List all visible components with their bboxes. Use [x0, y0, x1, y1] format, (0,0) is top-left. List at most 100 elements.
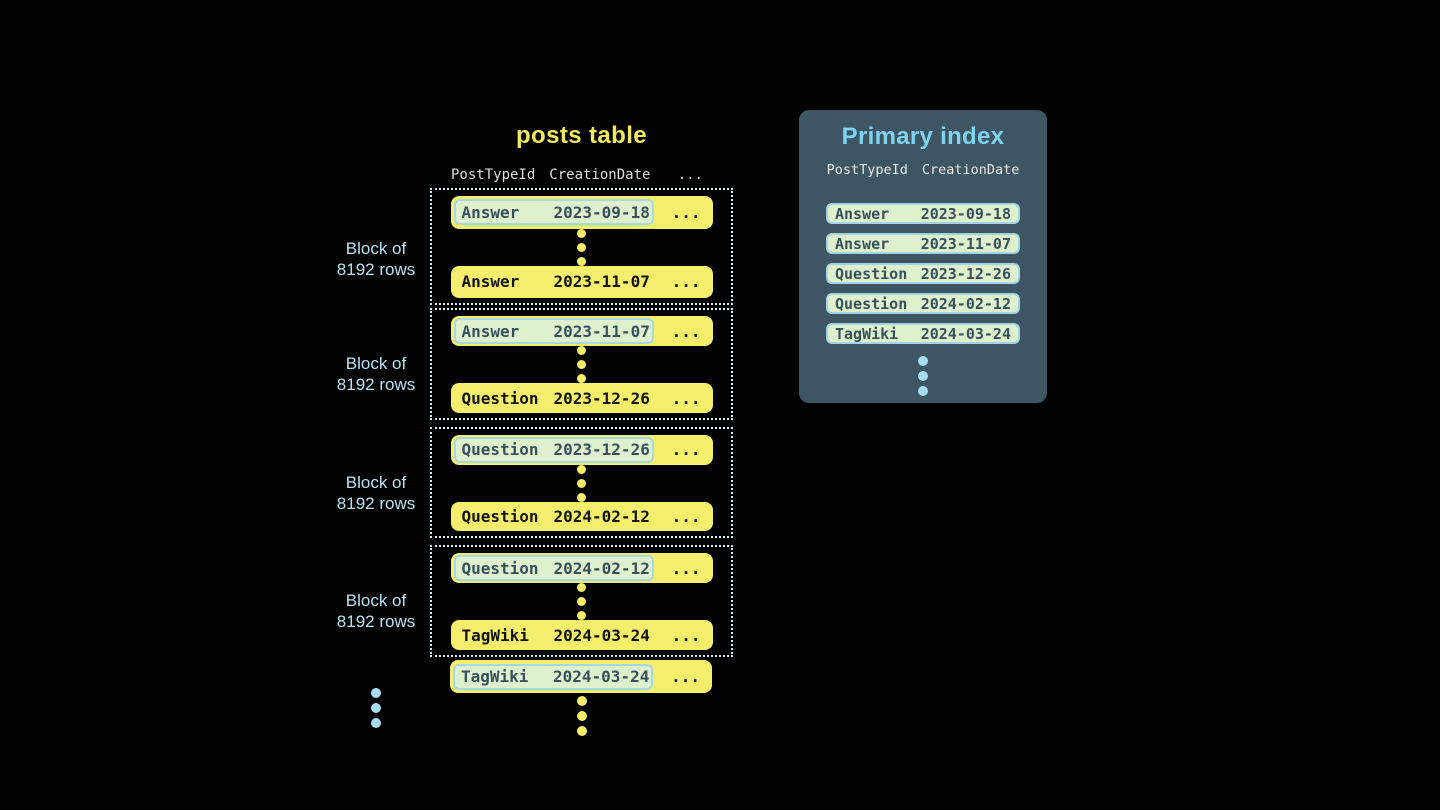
dot: [577, 726, 587, 736]
more-rows-ellipsis-dots: [577, 696, 587, 736]
vertical-ellipsis-dots: [577, 583, 586, 620]
creation-date: 2024-02-12: [553, 506, 650, 526]
creation-date: 2023-09-18: [920, 204, 1011, 223]
dot: [577, 346, 586, 355]
post-type: TagWiki: [835, 324, 899, 343]
block-label-line2: 8192 rows: [336, 375, 416, 394]
creation-date: 2023-11-07: [553, 321, 650, 341]
table-row: Question 2023-12-26 ...: [450, 435, 713, 465]
posts-table-header: PostTypeId CreationDate ...: [430, 167, 733, 183]
table-row: Question 2024-02-12 ...: [450, 553, 713, 583]
table-row: Question 2023-12-26 ...: [450, 383, 713, 413]
posts-block-1: Answer 2023-09-18 ... Answer 2023-11-07 …: [430, 188, 733, 305]
block-label-line1: Block of: [345, 239, 407, 258]
column-header-posttypeid: PostTypeId: [451, 167, 536, 183]
primary-index-panel: Primary index PostTypeId CreationDate An…: [799, 110, 1047, 403]
posts-block-2: Answer 2023-11-07 ... Question 2023-12-2…: [430, 308, 733, 420]
row-ellipsis: ...: [671, 272, 701, 292]
creation-date: 2024-03-24: [553, 625, 650, 645]
creation-date: 2024-02-12: [920, 294, 1011, 313]
highlighted-cell: Answer 2023-09-18: [453, 199, 654, 226]
creation-date: 2023-12-26: [920, 264, 1011, 283]
row-ellipsis: ...: [671, 625, 701, 645]
highlighted-cell: Answer 2023-11-07: [453, 318, 654, 344]
post-type: TagWiki: [461, 667, 529, 686]
dot: [577, 696, 587, 706]
column-header-more: ...: [677, 167, 703, 183]
creation-date: 2024-02-12: [553, 558, 650, 578]
creation-date: 2023-12-26: [553, 440, 650, 460]
plain-cell: Question 2023-12-26: [454, 385, 654, 411]
dot: [577, 711, 587, 721]
row-ellipsis: ...: [671, 506, 701, 526]
table-row: Answer 2023-11-07 ...: [450, 316, 713, 346]
row-ellipsis: ...: [671, 321, 701, 341]
row-ellipsis: ...: [671, 667, 700, 686]
primary-index-rows: Answer 2023-09-18 Answer 2023-11-07 Ques…: [826, 203, 1020, 344]
vertical-ellipsis-dots: [577, 346, 586, 383]
creation-date: 2024-03-24: [920, 324, 1011, 343]
highlighted-cell: TagWiki 2024-03-24: [453, 663, 653, 690]
block-label-2: Block of 8192 rows: [316, 353, 436, 395]
posts-table-title: posts table: [515, 122, 648, 149]
creation-date: 2024-03-24: [553, 667, 650, 686]
column-header-posttypeid: PostTypeId: [826, 162, 908, 178]
table-row-overflow: TagWiki 2024-03-24 ...: [450, 660, 712, 693]
block-label-line2: 8192 rows: [336, 260, 416, 279]
dot: [577, 228, 586, 238]
more-blocks-ellipsis-dots: [371, 688, 381, 728]
dot: [577, 374, 586, 383]
vertical-ellipsis-dots: [577, 228, 586, 266]
posts-block-3: Question 2023-12-26 ... Question 2024-02…: [430, 427, 733, 538]
post-type: Question: [461, 388, 539, 408]
plain-cell: TagWiki 2024-03-24: [454, 622, 654, 648]
row-ellipsis: ...: [671, 202, 701, 222]
table-row: Answer 2023-11-07 ...: [450, 265, 713, 298]
dot: [577, 492, 586, 502]
dot: [918, 356, 928, 366]
creation-date: 2023-12-26: [553, 388, 650, 408]
row-ellipsis: ...: [671, 388, 701, 408]
index-row: TagWiki 2024-03-24: [826, 323, 1020, 344]
dot: [371, 718, 381, 728]
block-label-line1: Block of: [345, 591, 407, 610]
dot: [577, 611, 586, 620]
block-label-line1: Block of: [345, 354, 407, 373]
post-type: Answer: [835, 204, 890, 223]
row-ellipsis: ...: [671, 558, 701, 578]
creation-date: 2023-09-18: [553, 202, 650, 222]
post-type: TagWiki: [461, 625, 529, 645]
dot: [577, 464, 586, 474]
post-type: Question: [461, 440, 539, 460]
posts-block-4: Question 2024-02-12 ... TagWiki 2024-03-…: [430, 545, 733, 657]
post-type: Answer: [835, 234, 890, 253]
table-row: Answer 2023-09-18 ...: [450, 196, 713, 229]
highlighted-cell: Question 2024-02-12: [453, 555, 654, 581]
dot: [577, 583, 586, 592]
dot: [577, 478, 586, 488]
block-label-4: Block of 8192 rows: [316, 590, 436, 632]
post-type: Question: [461, 558, 539, 578]
primary-index-header: PostTypeId CreationDate: [827, 162, 1020, 178]
post-type: Answer: [461, 321, 520, 341]
table-row: TagWiki 2024-03-24 ...: [450, 620, 713, 650]
dot: [577, 256, 586, 266]
post-type: Answer: [461, 272, 520, 292]
post-type: Question: [835, 264, 908, 283]
dot: [577, 360, 586, 369]
index-row: Question 2024-02-12: [826, 293, 1020, 314]
column-header-creationdate: CreationDate: [549, 167, 651, 183]
block-label-3: Block of 8192 rows: [316, 472, 436, 514]
block-label-1: Block of 8192 rows: [316, 238, 436, 280]
index-row: Answer 2023-11-07: [826, 233, 1020, 254]
dot: [577, 597, 586, 606]
index-row: Answer 2023-09-18: [826, 203, 1020, 224]
vertical-ellipsis-dots: [577, 464, 586, 502]
primary-index-title: Primary index: [841, 123, 1005, 150]
block-label-line2: 8192 rows: [336, 612, 416, 631]
plain-cell: Question 2024-02-12: [454, 503, 654, 529]
post-type: Question: [835, 294, 908, 313]
index-row: Question 2023-12-26: [826, 263, 1020, 284]
highlighted-cell: Question 2023-12-26: [453, 436, 654, 463]
